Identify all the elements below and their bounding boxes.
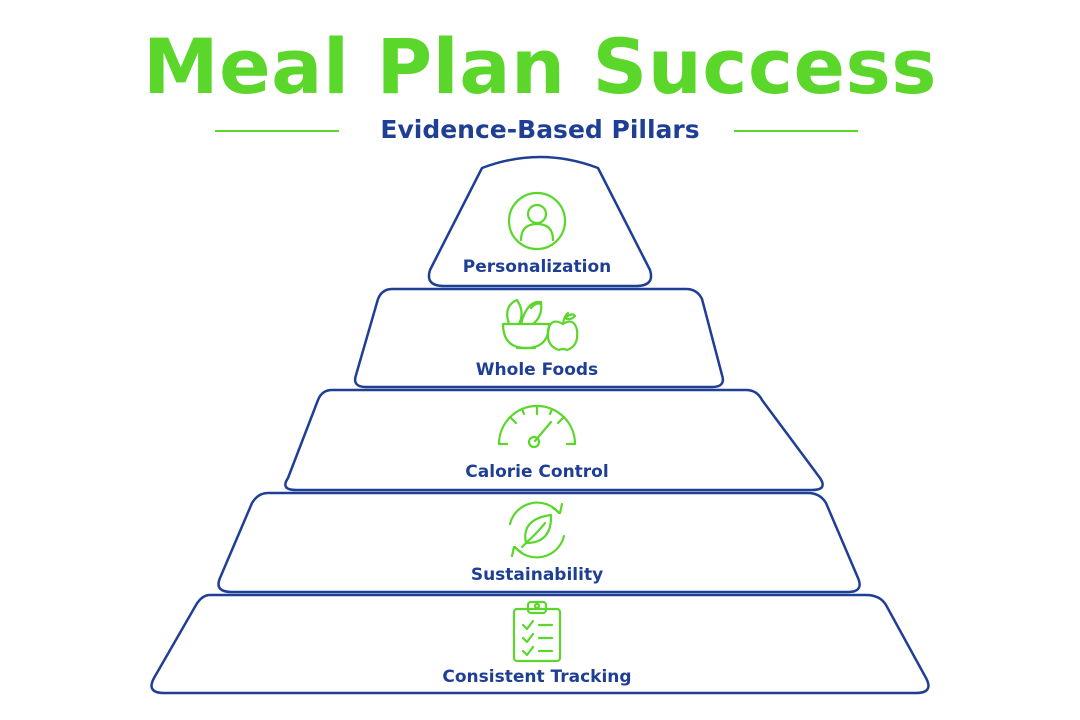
subtitle-row: Evidence-Based Pillars: [0, 112, 1080, 148]
tier-personalization: Personalization: [427, 155, 653, 288]
tier-whole-foods: Whole Foods: [353, 287, 725, 389]
subtitle-rule-left: [215, 130, 339, 132]
tier-shape: [284, 388, 824, 492]
tier-shape: [150, 593, 930, 695]
gauge-icon: [497, 404, 577, 449]
tier-label: Sustainability: [471, 565, 603, 585]
tier-sustainability: Sustainability: [217, 491, 861, 594]
subtitle-rule-right: [734, 130, 858, 132]
recycle-leaf-icon: [508, 501, 566, 559]
tier-calorie-control: Calorie Control: [284, 388, 824, 492]
clipboard-checklist-icon: [512, 600, 562, 663]
tier-consistent-tracking: Consistent Tracking: [150, 593, 930, 695]
salad-bowl-apple-icon: [501, 298, 579, 352]
tier-label: Whole Foods: [476, 360, 598, 380]
tier-label: Consistent Tracking: [442, 667, 631, 687]
tier-shape: [217, 491, 861, 594]
tier-label: Calorie Control: [465, 462, 608, 482]
user-icon: [507, 191, 567, 251]
page-subtitle: Evidence-Based Pillars: [380, 115, 700, 144]
tier-shape: [353, 287, 725, 389]
page-title: Meal Plan Success: [142, 22, 938, 111]
tier-label: Personalization: [463, 257, 612, 277]
